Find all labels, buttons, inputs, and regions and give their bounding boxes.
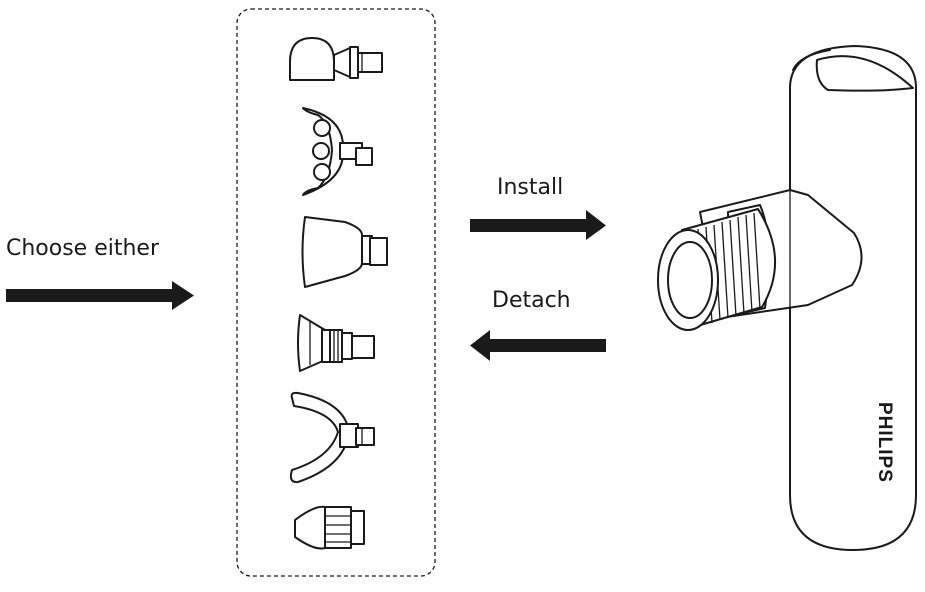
claw-attachment — [302, 107, 373, 196]
choose-either-label: Choose either — [6, 236, 160, 261]
install-label: Install — [497, 175, 563, 200]
flat-head-attachment — [301, 216, 388, 288]
attachments-panel — [236, 8, 436, 577]
mushroom-head-attachment — [297, 314, 375, 372]
detach-arrow — [470, 330, 606, 361]
detach-label: Detach — [492, 288, 571, 313]
u-shape-attachment — [289, 391, 375, 484]
install-arrow — [470, 210, 606, 240]
choose-arrow — [6, 281, 194, 310]
philips-brand: PHILIPS — [874, 402, 895, 483]
massage-gun-device: PHILIPS — [657, 45, 917, 551]
bullet-head-attachment — [294, 505, 365, 550]
round-head-attachment — [289, 37, 383, 81]
